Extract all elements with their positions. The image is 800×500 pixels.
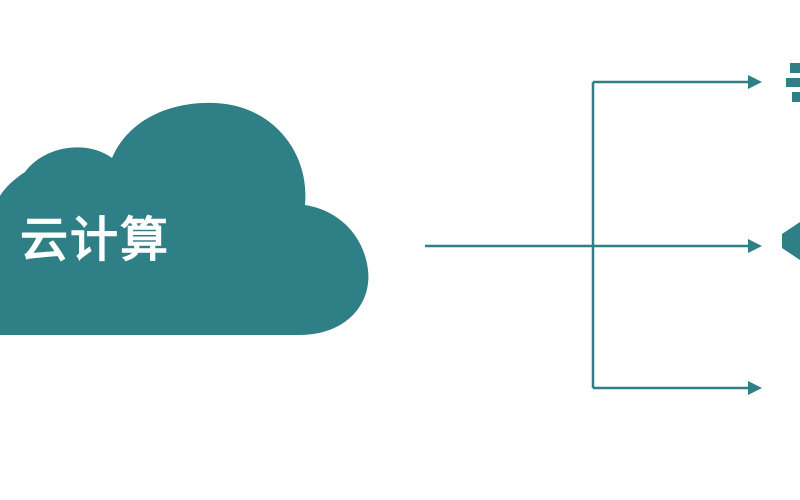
arrow-heads [748,75,762,395]
cloud-label: 云计算 [20,212,171,268]
branch-target-middle [782,222,800,260]
arrow-head-bottom [748,381,762,395]
cloud-shape [0,102,369,335]
branch-targets [782,63,800,260]
arrow-head-middle [748,239,762,253]
branch-target-top [786,63,800,102]
arrow-head-top [748,75,762,89]
cloud-body [0,102,369,335]
connector-lines [425,80,750,390]
